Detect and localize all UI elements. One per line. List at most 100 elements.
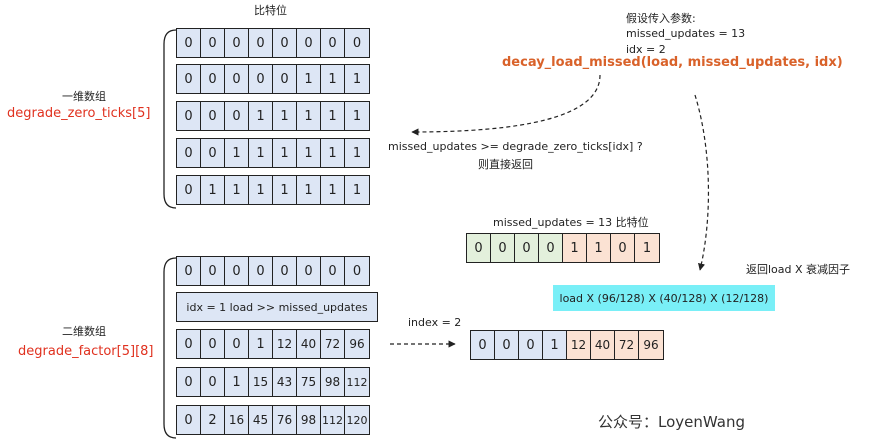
twod-brace [163, 257, 177, 439]
cell: 0 [273, 65, 297, 93]
bit-position-label: 比特位 [254, 4, 287, 17]
oned-name: degrade_zero_ticks[5] [7, 106, 151, 121]
cell: 0 [225, 102, 249, 130]
cell: 0 [201, 102, 225, 130]
cell: 0 [201, 65, 225, 93]
cell: 12 [567, 331, 591, 359]
twod-name: degrade_factor[5][8] [18, 344, 154, 359]
cell: 0 [249, 65, 273, 93]
cell: 72 [321, 330, 345, 358]
cell: 1 [321, 65, 345, 93]
cell: 1 [201, 176, 225, 204]
cell: 1 [297, 65, 321, 93]
arrow-to-return [694, 94, 710, 271]
cell: 45 [249, 406, 273, 434]
cell: 98 [321, 368, 345, 396]
cell: 0 [225, 330, 249, 358]
cell: 76 [273, 406, 297, 434]
cell: 16 [225, 406, 249, 434]
cell: 0 [297, 257, 321, 285]
cell: 0 [273, 29, 297, 57]
condition-line1: missed_updates >= degrade_zero_ticks[idx… [388, 140, 643, 153]
cell: 40 [297, 330, 321, 358]
cell: 96 [345, 330, 369, 358]
cell: 0 [321, 29, 345, 57]
cell: 1 [273, 176, 297, 204]
cell: 1 [345, 102, 369, 130]
cell: 1 [297, 102, 321, 130]
function-call: decay_load_missed(load, missed_updates, … [502, 55, 843, 70]
cell: 0 [225, 29, 249, 57]
formula-box: load X (96/128) X (40/128) X (12/128) [553, 285, 775, 311]
cell: 0 [201, 29, 225, 57]
cell: 1 [225, 139, 249, 167]
cell: 0 [345, 29, 369, 57]
cell: 1 [543, 331, 567, 359]
cell: 0 [177, 330, 201, 358]
cell: 0 [177, 102, 201, 130]
cell: 72 [615, 331, 639, 359]
cell: 0 [177, 29, 201, 57]
cell: 0 [495, 331, 519, 359]
cell: 15 [249, 368, 273, 396]
bits13-label: missed_updates = 13 比特位 [493, 216, 649, 229]
cell: 112 [321, 406, 345, 434]
cell: 0 [225, 257, 249, 285]
cell: 0 [177, 368, 201, 396]
cell: 1 [635, 234, 659, 262]
cell: 1 [273, 139, 297, 167]
watermark: 公众号：LoyenWang [598, 413, 745, 431]
cell: 0 [515, 234, 539, 262]
cell: 1 [321, 139, 345, 167]
cell: 1 [321, 102, 345, 130]
cell: 98 [297, 406, 321, 434]
cell: 1 [249, 330, 273, 358]
cell: 2 [201, 406, 225, 434]
oned-brace [163, 29, 177, 209]
cell: 1 [249, 176, 273, 204]
cell: 1 [587, 234, 611, 262]
params-heading: 假设传入参数: [626, 12, 696, 25]
cell: 0 [225, 65, 249, 93]
cell: 1 [297, 176, 321, 204]
cell: 1 [273, 102, 297, 130]
twod-merged-row: idx = 1 load >> missed_updates [176, 292, 378, 322]
index-label: index = 2 [408, 316, 462, 329]
cell: 0 [201, 257, 225, 285]
cell: 96 [639, 331, 663, 359]
cell: 0 [177, 176, 201, 204]
twod-title: 二维数组 [62, 325, 106, 338]
cell: 1 [345, 176, 369, 204]
cell: 0 [519, 331, 543, 359]
params-missed: missed_updates = 13 [626, 27, 746, 40]
cell: 0 [297, 29, 321, 57]
return-label: 返回load X 衰减因子 [746, 263, 851, 276]
cell: 1 [345, 139, 369, 167]
cell: 0 [539, 234, 563, 262]
cell: 0 [201, 368, 225, 396]
cell: 0 [345, 257, 369, 285]
cell: 0 [611, 234, 635, 262]
cell: 0 [273, 257, 297, 285]
cell: 1 [345, 65, 369, 93]
cell: 0 [177, 257, 201, 285]
cell: 0 [177, 406, 201, 434]
cell: 0 [201, 139, 225, 167]
cell: 0 [467, 234, 491, 262]
params-idx: idx = 2 [626, 43, 666, 56]
cell: 1 [225, 368, 249, 396]
cell: 112 [345, 368, 369, 396]
arrow-to-condition [411, 74, 601, 136]
cell: 0 [249, 29, 273, 57]
cell: 75 [297, 368, 321, 396]
cell: 1 [249, 139, 273, 167]
cell: 120 [345, 406, 369, 434]
cell: 0 [471, 331, 495, 359]
